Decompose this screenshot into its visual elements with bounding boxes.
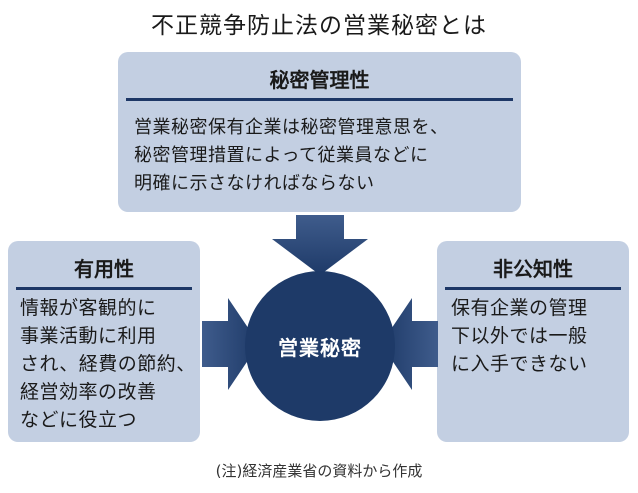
non-public-box: 非公知性 保有企業の管理 下以外では一般 に入手できない	[437, 241, 629, 442]
arrow-down-icon	[272, 215, 368, 275]
usefulness-text: 情報が客観的に 事業活動に利用 され、経費の節約、 経営効率の改善 などに役立つ	[20, 297, 196, 431]
trade-secret-label: 営業秘密	[278, 335, 362, 360]
confidentiality-heading: 秘密管理性	[269, 68, 370, 92]
diagram-title: 不正競争防止法の営業秘密とは	[151, 13, 487, 39]
non-public-heading: 非公知性	[493, 257, 573, 281]
usefulness-heading: 有用性	[74, 257, 134, 281]
confidentiality-text: 営業秘密保有企業は秘密管理意思を、 秘密管理措置によって従業員などに 明確に示さ…	[134, 117, 449, 194]
arrow-right-icon	[202, 298, 259, 390]
non-public-rule	[445, 287, 621, 290]
non-public-text: 保有企業の管理 下以外では一般 に入手できない	[451, 297, 588, 375]
confidentiality-box: 秘密管理性 営業秘密保有企業は秘密管理意思を、 秘密管理措置によって従業員などに…	[118, 52, 521, 212]
source-note: (注)経済産業省の資料から作成	[215, 462, 423, 480]
usefulness-box: 有用性 情報が客観的に 事業活動に利用 され、経費の節約、 経営効率の改善 など…	[8, 241, 200, 442]
arrow-left-icon	[381, 298, 438, 390]
usefulness-rule	[16, 287, 192, 290]
confidentiality-rule	[126, 98, 513, 101]
trade-secret-circle: 営業秘密	[245, 271, 395, 421]
